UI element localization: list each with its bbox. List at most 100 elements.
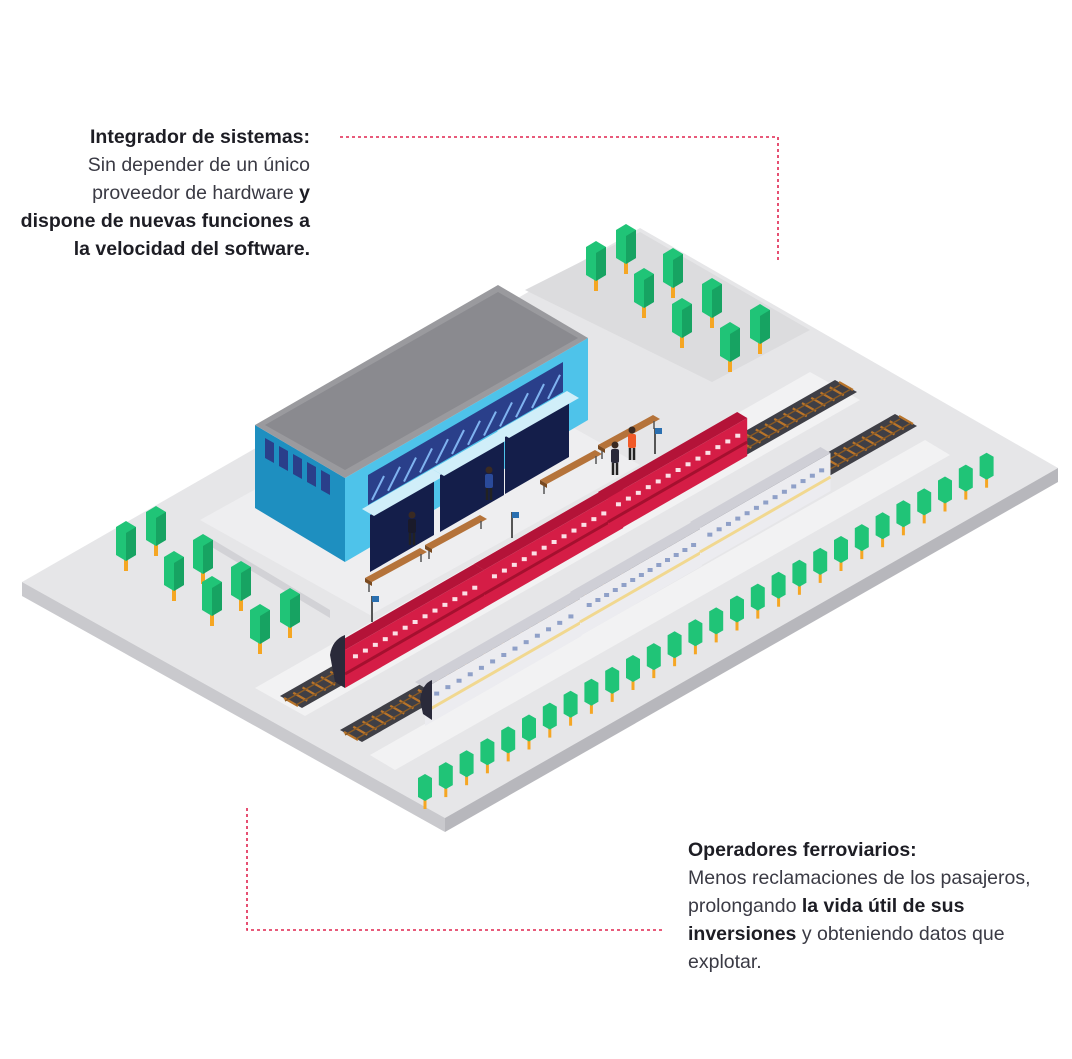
train-window <box>716 527 722 532</box>
window-glare <box>483 411 497 437</box>
train-window <box>675 468 681 472</box>
train-window <box>523 640 529 645</box>
train-window <box>445 685 451 690</box>
train-window <box>432 608 438 613</box>
callout-title: Integrador de sistemas: <box>90 126 310 148</box>
tree-trunk <box>258 640 262 654</box>
train-window <box>685 462 691 467</box>
person-icon <box>628 434 636 448</box>
tree-trunk <box>548 726 552 738</box>
train-window <box>521 557 527 562</box>
train-window <box>601 511 607 516</box>
callout-highlight: la vida útil de sus inversiones <box>688 895 965 945</box>
train-window <box>735 433 741 438</box>
person-head <box>485 466 493 474</box>
train-window <box>402 625 408 630</box>
train-stripe <box>579 550 703 624</box>
passengers <box>408 426 636 545</box>
train-window <box>462 591 468 596</box>
tree-trunk <box>943 500 947 512</box>
building-left-wall <box>255 425 345 562</box>
tree-shade <box>260 610 270 644</box>
tree-shade <box>644 274 654 308</box>
person-icon <box>408 519 416 533</box>
tree-trunk <box>624 260 628 274</box>
train-window <box>412 620 418 624</box>
window-glare <box>435 438 449 464</box>
person-head <box>628 426 636 434</box>
window-glare <box>403 457 417 483</box>
train-window <box>392 631 398 636</box>
train-stripe <box>424 620 583 714</box>
tree-trunk <box>693 643 697 655</box>
train-window <box>630 578 636 582</box>
tree-shade <box>712 284 722 318</box>
train-window <box>571 528 577 533</box>
train-window <box>456 678 462 683</box>
bench-side <box>425 545 432 553</box>
tree-icon <box>688 619 703 647</box>
tree-icon <box>542 702 557 730</box>
tree-icon <box>771 571 786 599</box>
tree-icon <box>646 643 661 671</box>
person-icon <box>611 449 619 463</box>
connector-top <box>340 136 779 262</box>
tree-trunk <box>172 587 176 601</box>
tree-shade <box>596 247 606 281</box>
tree-trunk <box>485 762 489 774</box>
tree-icon <box>875 512 890 540</box>
callout-rail-operators: Operadores ferroviarios: Menos reclamaci… <box>688 836 1058 976</box>
red-car-1-side <box>345 570 485 688</box>
bench-icon <box>540 450 602 484</box>
train-window <box>665 558 670 562</box>
red-car-1-roof <box>335 564 485 650</box>
train-window <box>772 495 778 500</box>
station-building-icon <box>255 285 588 572</box>
train-window <box>753 505 759 510</box>
train-stripe <box>699 475 832 554</box>
train-window <box>352 654 358 659</box>
sign-plate <box>655 428 662 434</box>
train-window <box>621 583 627 587</box>
person-head <box>611 441 619 449</box>
tree-trunk <box>201 570 205 584</box>
train-window <box>715 445 721 450</box>
tree-trunk <box>594 277 598 291</box>
train-stripe <box>344 592 485 676</box>
window-glare <box>467 420 481 446</box>
tree-trunk <box>756 607 760 619</box>
train-window <box>595 598 601 602</box>
tree-icon <box>501 726 516 754</box>
train-window <box>512 646 518 651</box>
white-car-1-side <box>425 598 582 726</box>
red-car-2-roof <box>474 484 624 570</box>
train-window <box>586 603 592 607</box>
train-window <box>809 473 815 478</box>
red-train-icon <box>330 635 345 688</box>
tree-shade <box>174 557 184 591</box>
train-window <box>781 489 787 494</box>
train-window <box>467 672 473 677</box>
train-window <box>501 653 507 657</box>
tree-icon <box>709 607 724 635</box>
tree-trunk <box>673 655 677 667</box>
person-icon <box>485 474 493 488</box>
window-glare <box>451 429 465 455</box>
train-window <box>673 553 679 557</box>
tree-trunk <box>735 619 739 631</box>
tree-icon <box>854 524 869 552</box>
sleeper <box>283 697 299 707</box>
window-glare <box>371 475 385 501</box>
tree-shade <box>241 567 251 601</box>
ground-top <box>22 228 1058 818</box>
callout-text: Sin depender de un único proveedor de ha… <box>87 154 310 204</box>
tree-trunk <box>860 548 864 560</box>
window-glare <box>387 466 401 492</box>
sleeper <box>343 731 359 741</box>
white-train-icon <box>420 680 432 720</box>
train-window <box>422 614 428 619</box>
small-window <box>265 438 274 463</box>
callout-text: y obteniendo datos que explotar. <box>688 923 1005 973</box>
awning-0 <box>362 469 444 516</box>
